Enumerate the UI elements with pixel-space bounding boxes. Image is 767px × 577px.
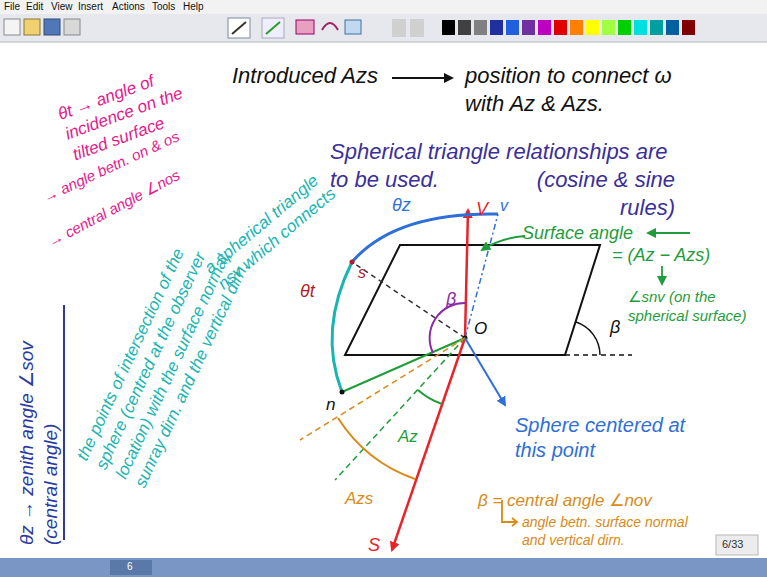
axis-label: S (368, 534, 380, 557)
point-label: O (474, 318, 487, 339)
surface-angle-arrow (648, 232, 690, 234)
axis-label: V (476, 198, 488, 221)
menu-item: Actions (112, 1, 145, 13)
note-arrow (392, 77, 452, 79)
page-tab (110, 560, 152, 575)
zenith-arc (352, 214, 498, 262)
menu-item: File (4, 1, 20, 13)
note-text: Surface angle (522, 222, 633, 245)
definition-note: θz → zenith angle ∠sov (central angle) (15, 315, 63, 545)
note-text: β = central angle ∠nov (478, 490, 652, 511)
vertical-arrow (465, 210, 468, 338)
angle-label: Azs (345, 488, 373, 509)
menu-bar (0, 0, 767, 14)
page-counter-box (716, 535, 758, 555)
note-text: position to connect ω with Az & Azs. (465, 62, 695, 117)
menu-item: Edit (26, 1, 43, 13)
incidence-arc (332, 262, 352, 392)
angle-label: Az (398, 426, 418, 447)
angle-label: β (446, 288, 456, 311)
point-label: s (358, 263, 366, 283)
toolbar-icons (4, 18, 424, 38)
color-palette (442, 20, 695, 35)
surface-angle-pointer (482, 236, 525, 250)
status-bar (0, 558, 767, 577)
az-arc (418, 390, 442, 404)
point-label: n (326, 394, 335, 415)
margin-rule (63, 305, 65, 540)
normal-projection (335, 338, 465, 480)
note-text: (cosine & sine rules) (505, 166, 675, 221)
tilt-central-arc (430, 303, 466, 353)
page-tab-number: 6 (127, 561, 133, 573)
toolbar (0, 14, 767, 42)
sun-projection (300, 338, 465, 440)
horizontal-ref (565, 354, 632, 356)
surface-normal (342, 338, 465, 392)
menu-item: Help (183, 1, 204, 13)
menu-item: Tools (152, 1, 175, 13)
note-text: angle betn. surface normal and vertical … (522, 514, 712, 549)
note-text: ∠snv (on the spherical surface) (628, 288, 758, 326)
down-arrow (661, 266, 663, 284)
center-pointer (465, 338, 505, 405)
tilt-arc (576, 322, 600, 355)
south-arrow (392, 338, 465, 550)
menu-item: View (51, 1, 73, 13)
note-text: Sphere centered at this point (515, 413, 695, 463)
angle-label: θt (300, 280, 315, 303)
point-label: v (500, 196, 508, 216)
sun-ray-line (352, 262, 465, 338)
note-text: = (Az − Azs) (612, 244, 710, 267)
page-counter: 6/33 (722, 538, 743, 551)
definition-note: the points of intersection of the sphere… (72, 228, 255, 490)
tilted-surface (345, 245, 600, 355)
note-heading: Introduced Azs (232, 62, 378, 90)
angle-label: θz (392, 194, 411, 217)
angle-label: β (610, 316, 620, 339)
menu-item: Insert (78, 1, 103, 13)
